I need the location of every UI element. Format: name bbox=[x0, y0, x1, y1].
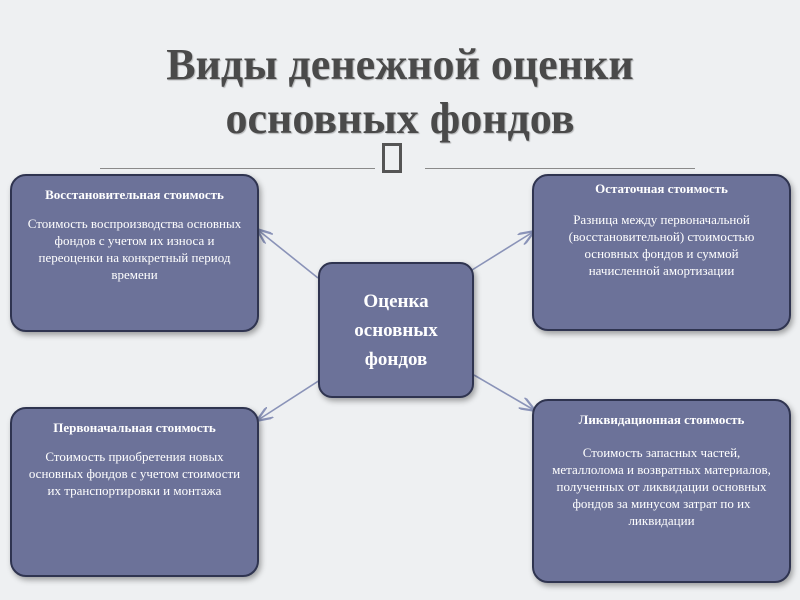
box-center-valuation: Оценка основных фондов bbox=[318, 262, 474, 398]
arrow-to-bottom-right bbox=[473, 374, 534, 410]
box-residual-value-heading: Остаточная стоимость bbox=[595, 181, 728, 196]
box-original-cost: Первоначальная стоимость Стоимость приоб… bbox=[10, 407, 259, 577]
box-original-cost-heading: Первоначальная стоимость bbox=[53, 420, 216, 435]
page-title: Виды денежной оценки основных фондов bbox=[0, 38, 800, 146]
title-divider-left bbox=[100, 168, 375, 169]
box-liquidation-value: Ликвидационная стоимость Стоимость запас… bbox=[532, 399, 791, 583]
box-original-cost-text: Стоимость приобретения новых основных фо… bbox=[28, 449, 241, 498]
square-bracket-icon bbox=[382, 143, 402, 173]
title-line-1: Виды денежной оценки bbox=[166, 40, 634, 89]
arrow-to-top-right bbox=[471, 232, 533, 271]
center-label: Оценка основных фондов bbox=[354, 290, 438, 370]
box-liquidation-value-heading: Ликвидационная стоимость bbox=[578, 412, 745, 427]
title-line-2: основных фондов bbox=[225, 94, 575, 143]
box-replacement-cost-text: Стоимость воспроизводства основных фондо… bbox=[27, 216, 242, 282]
arrow-to-bottom-left bbox=[258, 379, 321, 420]
box-residual-value: Остаточная стоимость Разница между перво… bbox=[532, 174, 791, 331]
box-liquidation-value-text: Стоимость запасных частей, металлолома и… bbox=[552, 445, 771, 528]
box-replacement-cost-heading: Восстановительная стоимость bbox=[45, 187, 224, 202]
box-replacement-cost: Восстановительная стоимость Стоимость во… bbox=[10, 174, 259, 332]
arrow-to-top-left bbox=[258, 230, 319, 279]
box-residual-value-text: Разница между первоначальной (восстанови… bbox=[568, 212, 755, 278]
title-divider-right bbox=[425, 168, 695, 169]
